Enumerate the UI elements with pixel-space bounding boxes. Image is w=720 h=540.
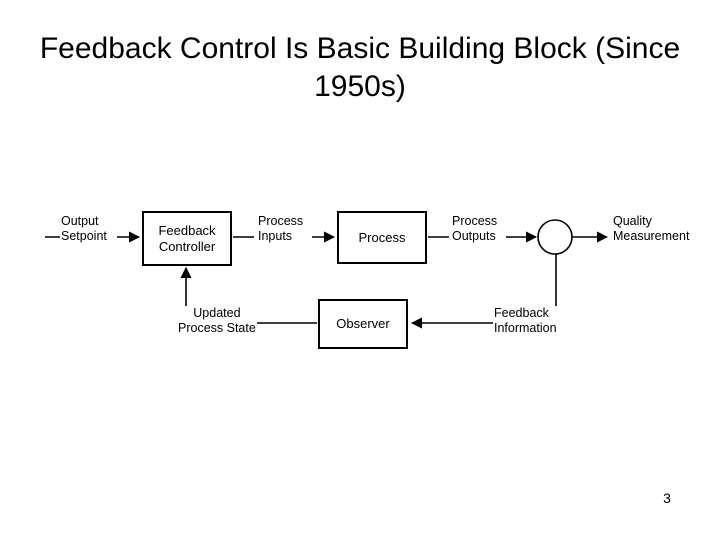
edge-label-process-inputs: Process Inputs xyxy=(257,214,305,244)
edge-label-updated-process-state: Updated Process State xyxy=(177,306,257,336)
edge-label-quality-measurement: Quality Measurement xyxy=(612,214,691,244)
node-process: Process xyxy=(337,211,427,264)
page-number: 3 xyxy=(663,490,671,506)
node-process-label: Process xyxy=(358,229,406,245)
edge-label-process-outputs: Process Outputs xyxy=(451,214,499,244)
node-observer: Observer xyxy=(318,299,408,349)
node-observer-label: Observer xyxy=(336,316,390,331)
measurement-node-circle xyxy=(537,219,573,255)
page-title: Feedback Control Is Basic Building Block… xyxy=(39,32,681,103)
node-feedback-controller: Feedback Controller xyxy=(142,211,232,266)
edge-label-output-setpoint: Output Setpoint xyxy=(60,214,108,244)
node-feedback-controller-label: Feedback Controller xyxy=(158,222,216,254)
edge-label-feedback-information: Feedback Information xyxy=(493,306,558,336)
